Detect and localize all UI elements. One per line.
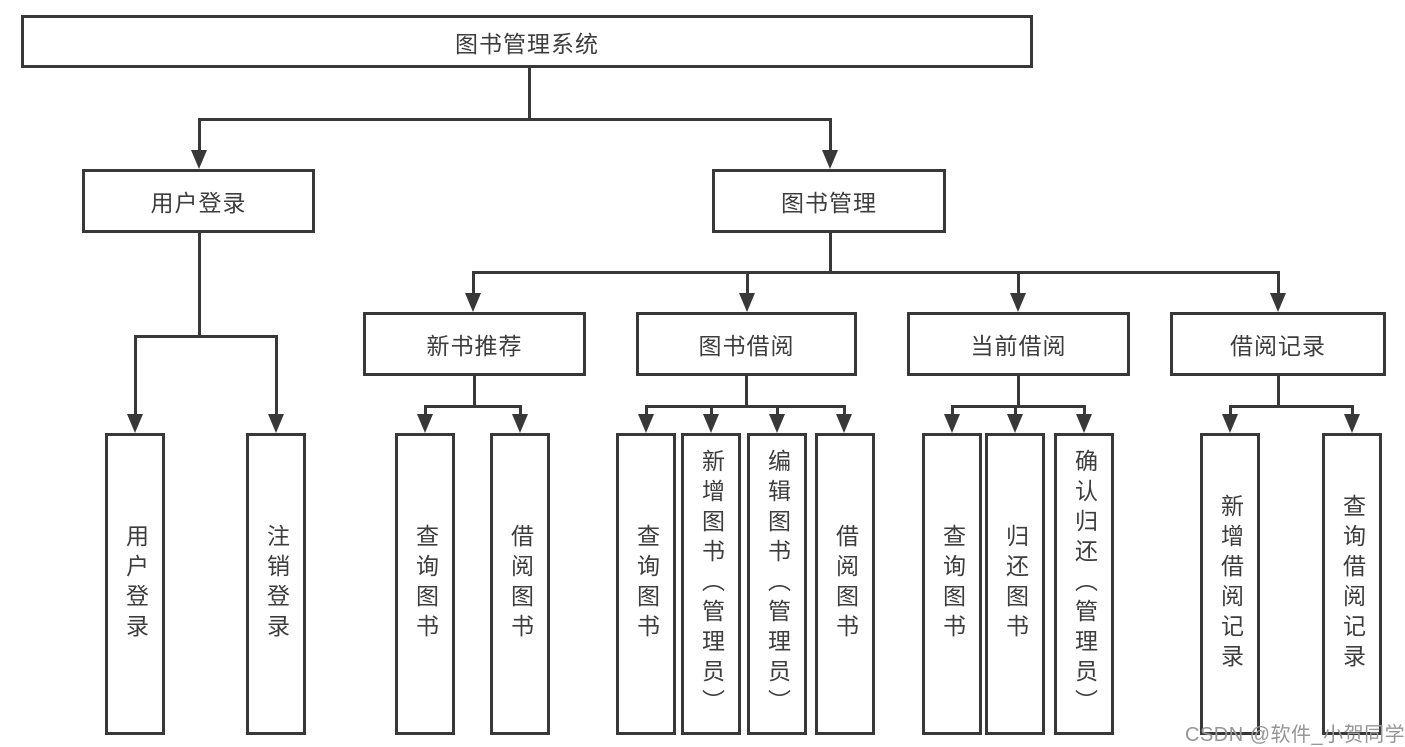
connector-line: [1229, 405, 1232, 416]
arrowhead-down-icon: [739, 293, 755, 312]
leaf-add-books-admin-label: 新增图书（管理员）: [698, 449, 725, 719]
connector-line: [645, 405, 846, 408]
leaf-confirm-return-admin: 确认归还（管理员）: [1054, 433, 1114, 735]
connector-line: [776, 405, 779, 416]
connector-line: [745, 376, 748, 407]
leaf-confirm-return-admin-label: 确认归还（管理员）: [1071, 449, 1098, 719]
leaf-query-books-recommend-label: 查询图书: [412, 524, 439, 644]
arrowhead-down-icon: [836, 414, 852, 433]
connector-line: [1014, 405, 1017, 416]
leaf-add-books-admin: 新增图书（管理员）: [681, 433, 741, 735]
connector-line: [645, 405, 648, 416]
connector-line: [746, 271, 749, 295]
node-book-borrow: 图书借阅: [636, 312, 857, 376]
arrowhead-down-icon: [268, 414, 284, 433]
connector-line: [528, 68, 531, 120]
leaf-query-books-current: 查询图书: [922, 433, 982, 735]
csdn-watermark: CSDN @软件_小贺同学: [1185, 724, 1405, 746]
arrowhead-down-icon: [944, 414, 960, 433]
leaf-add-borrow-record-label: 新增借阅记录: [1217, 494, 1244, 674]
connector-line: [519, 405, 522, 416]
leaf-logout: 注销登录: [246, 433, 306, 735]
node-new-book-recommend: 新书推荐: [363, 312, 586, 376]
arrowhead-down-icon: [1222, 414, 1238, 433]
arrowhead-down-icon: [127, 414, 143, 433]
connector-line: [951, 405, 1086, 408]
leaf-borrow-books-label: 借阅图书: [832, 524, 859, 644]
connector-line: [472, 271, 475, 295]
leaf-return-books: 归还图书: [985, 433, 1045, 735]
leaf-user-login-label: 用户登录: [122, 524, 149, 644]
node-user-login: 用户登录: [82, 169, 315, 233]
arrowhead-down-icon: [1076, 414, 1092, 433]
leaf-query-books-borrow-label: 查询图书: [633, 524, 660, 644]
connector-line: [424, 405, 522, 408]
connector-line: [473, 376, 476, 407]
connector-line: [134, 335, 278, 338]
arrowhead-down-icon: [769, 414, 785, 433]
node-book-management: 图书管理: [712, 169, 946, 233]
arrowhead-down-icon: [822, 150, 838, 169]
leaf-return-books-label: 归还图书: [1002, 524, 1029, 644]
node-new-book-recommend-label: 新书推荐: [426, 333, 523, 359]
leaf-user-login: 用户登录: [105, 433, 165, 735]
leaf-query-borrow-record-label: 查询借阅记录: [1339, 494, 1366, 674]
node-book-borrow-label: 图书借阅: [698, 333, 795, 359]
connector-line: [198, 233, 201, 337]
connector-line: [275, 335, 278, 415]
leaf-edit-books-admin: 编辑图书（管理员）: [747, 433, 807, 735]
node-borrow-records: 借阅记录: [1170, 312, 1386, 376]
arrowhead-down-icon: [1270, 293, 1286, 312]
connector-line: [134, 335, 137, 415]
node-current-borrow-label: 当前借阅: [970, 333, 1067, 359]
leaf-logout-label: 注销登录: [263, 524, 290, 644]
connector-line: [829, 118, 832, 152]
node-current-borrow: 当前借阅: [907, 312, 1130, 376]
connector-line: [1229, 405, 1354, 408]
arrowhead-down-icon: [417, 414, 433, 433]
connector-line: [1277, 271, 1280, 295]
arrowhead-down-icon: [1007, 414, 1023, 433]
connector-line: [472, 271, 1280, 274]
arrowhead-down-icon: [191, 150, 207, 169]
node-book-management-label: 图书管理: [781, 190, 877, 216]
connector-line: [710, 405, 713, 416]
leaf-borrow-books-recommend-label: 借阅图书: [507, 524, 534, 644]
arrowhead-down-icon: [703, 414, 719, 433]
node-root: 图书管理系统: [21, 15, 1033, 68]
connector-line: [198, 118, 201, 152]
arrowhead-down-icon: [512, 414, 528, 433]
leaf-borrow-books-recommend: 借阅图书: [490, 433, 550, 735]
node-root-label: 图书管理系统: [455, 30, 599, 57]
node-user-login-label: 用户登录: [150, 190, 247, 216]
leaf-query-books-borrow: 查询图书: [616, 433, 676, 735]
connector-line: [1351, 405, 1354, 416]
connector-line: [198, 118, 832, 121]
leaf-query-borrow-record: 查询借阅记录: [1322, 433, 1382, 735]
connector-line: [951, 405, 954, 416]
connector-line: [843, 405, 846, 416]
arrowhead-down-icon: [465, 293, 481, 312]
arrowhead-down-icon: [1344, 414, 1360, 433]
connector-line: [829, 233, 832, 273]
leaf-query-books-recommend: 查询图书: [395, 433, 455, 735]
connector-line: [1277, 376, 1280, 407]
connector-line: [1017, 376, 1020, 407]
arrowhead-down-icon: [1010, 293, 1026, 312]
leaf-edit-books-admin-label: 编辑图书（管理员）: [764, 449, 791, 719]
connector-line: [1083, 405, 1086, 416]
arrowhead-down-icon: [638, 414, 654, 433]
leaf-borrow-books: 借阅图书: [815, 433, 875, 735]
connector-line: [424, 405, 427, 416]
leaf-add-borrow-record: 新增借阅记录: [1200, 433, 1260, 735]
leaf-query-books-current-label: 查询图书: [939, 524, 966, 644]
connector-line: [1017, 271, 1020, 295]
node-borrow-records-label: 借阅记录: [1230, 333, 1326, 359]
